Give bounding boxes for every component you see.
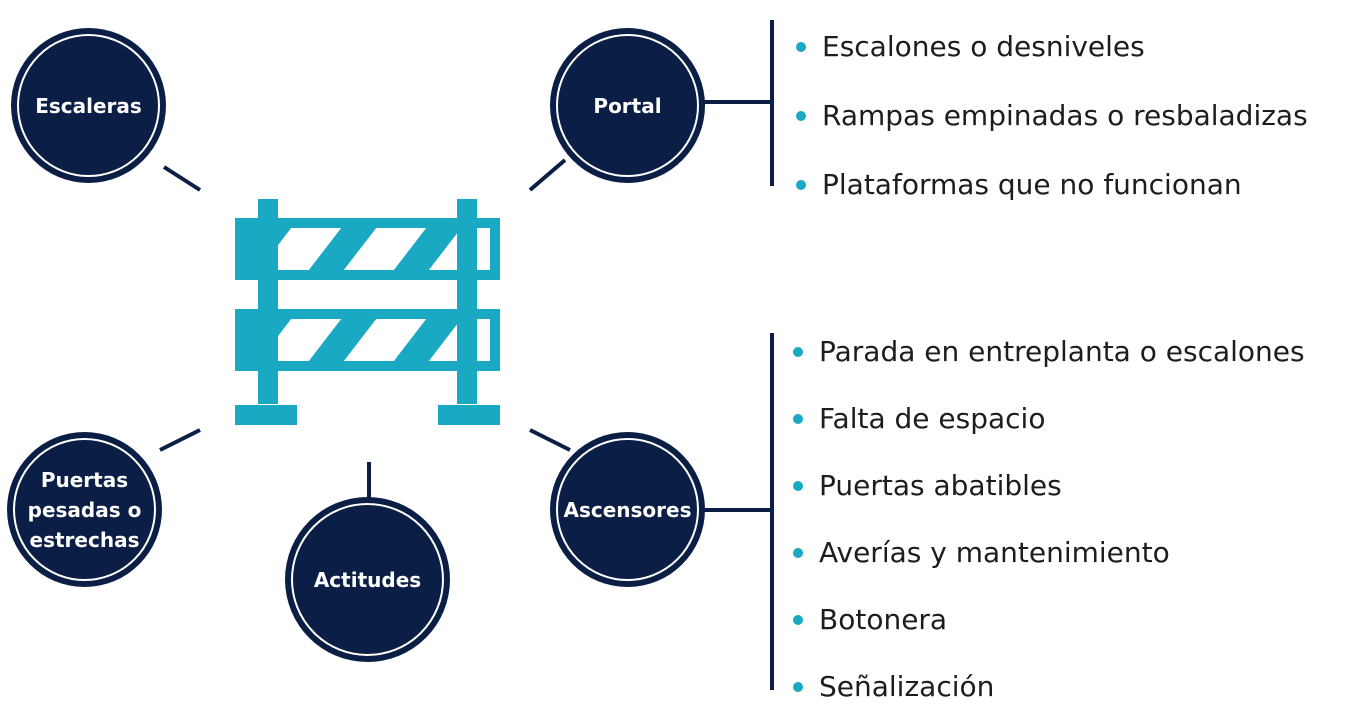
list-item-text: Falta de espacio <box>819 402 1046 435</box>
list-item-text: Escalones o desniveles <box>822 30 1145 63</box>
portal-list: Escalones o desniveles Rampas empinadas … <box>792 12 1308 219</box>
bullet-icon <box>793 547 803 558</box>
list-item-text: Puertas abatibles <box>819 469 1062 502</box>
node-escaleras-label: Escaleras <box>35 93 142 118</box>
connector-portal <box>528 158 567 192</box>
node-portal: Portal <box>550 28 705 183</box>
barrier-icon <box>235 199 500 425</box>
node-actitudes: Actitudes <box>285 497 450 662</box>
node-puertas-line-1: Puertas <box>40 467 129 492</box>
connector-escaleras <box>162 165 202 192</box>
list-item-text: Parada en entreplanta o escalones <box>819 335 1305 368</box>
list-item-text: Rampas empinadas o resbaladizas <box>822 99 1308 132</box>
list-item-text: Botonera <box>819 603 948 636</box>
connector-ascensores <box>529 428 571 452</box>
list-item: Parada en entreplanta o escalones <box>789 318 1305 385</box>
bullet-icon <box>793 346 803 357</box>
bullet-icon <box>796 110 806 121</box>
bullet-icon <box>793 480 803 491</box>
list-item: Señalización <box>789 653 1305 720</box>
node-ascensores: Ascensores <box>550 432 705 587</box>
list-item: Plataformas que no funcionan <box>792 150 1308 219</box>
list-item-text: Señalización <box>819 670 995 703</box>
node-puertas-line-3: estrechas <box>29 527 140 552</box>
bullet-icon <box>793 413 803 424</box>
connector-lines <box>159 20 774 690</box>
node-puertas: Puertas pesadas o estrechas <box>7 432 162 587</box>
list-item: Puertas abatibles <box>789 452 1305 519</box>
node-escaleras: Escaleras <box>11 28 166 183</box>
node-ascensores-label: Ascensores <box>563 497 692 522</box>
node-puertas-line-2: pesadas o <box>27 497 142 522</box>
ascensores-list: Parada en entreplanta o escalones Falta … <box>789 318 1305 720</box>
list-item-text: Averías y mantenimiento <box>819 536 1170 569</box>
list-item-text: Plataformas que no funcionan <box>822 168 1242 201</box>
connector-puertas <box>159 428 201 452</box>
bullet-icon <box>793 681 803 692</box>
bullet-icon <box>796 179 806 190</box>
list-item: Botonera <box>789 586 1305 653</box>
list-item: Averías y mantenimiento <box>789 519 1305 586</box>
node-portal-label: Portal <box>593 93 662 118</box>
list-item: Escalones o desniveles <box>792 12 1308 81</box>
node-actitudes-label: Actitudes <box>313 567 422 592</box>
list-item: Falta de espacio <box>789 385 1305 452</box>
bullet-icon <box>793 614 803 625</box>
node-puertas-label: Puertas pesadas o estrechas <box>28 465 142 555</box>
list-item: Rampas empinadas o resbaladizas <box>792 81 1308 150</box>
bullet-icon <box>796 41 806 52</box>
